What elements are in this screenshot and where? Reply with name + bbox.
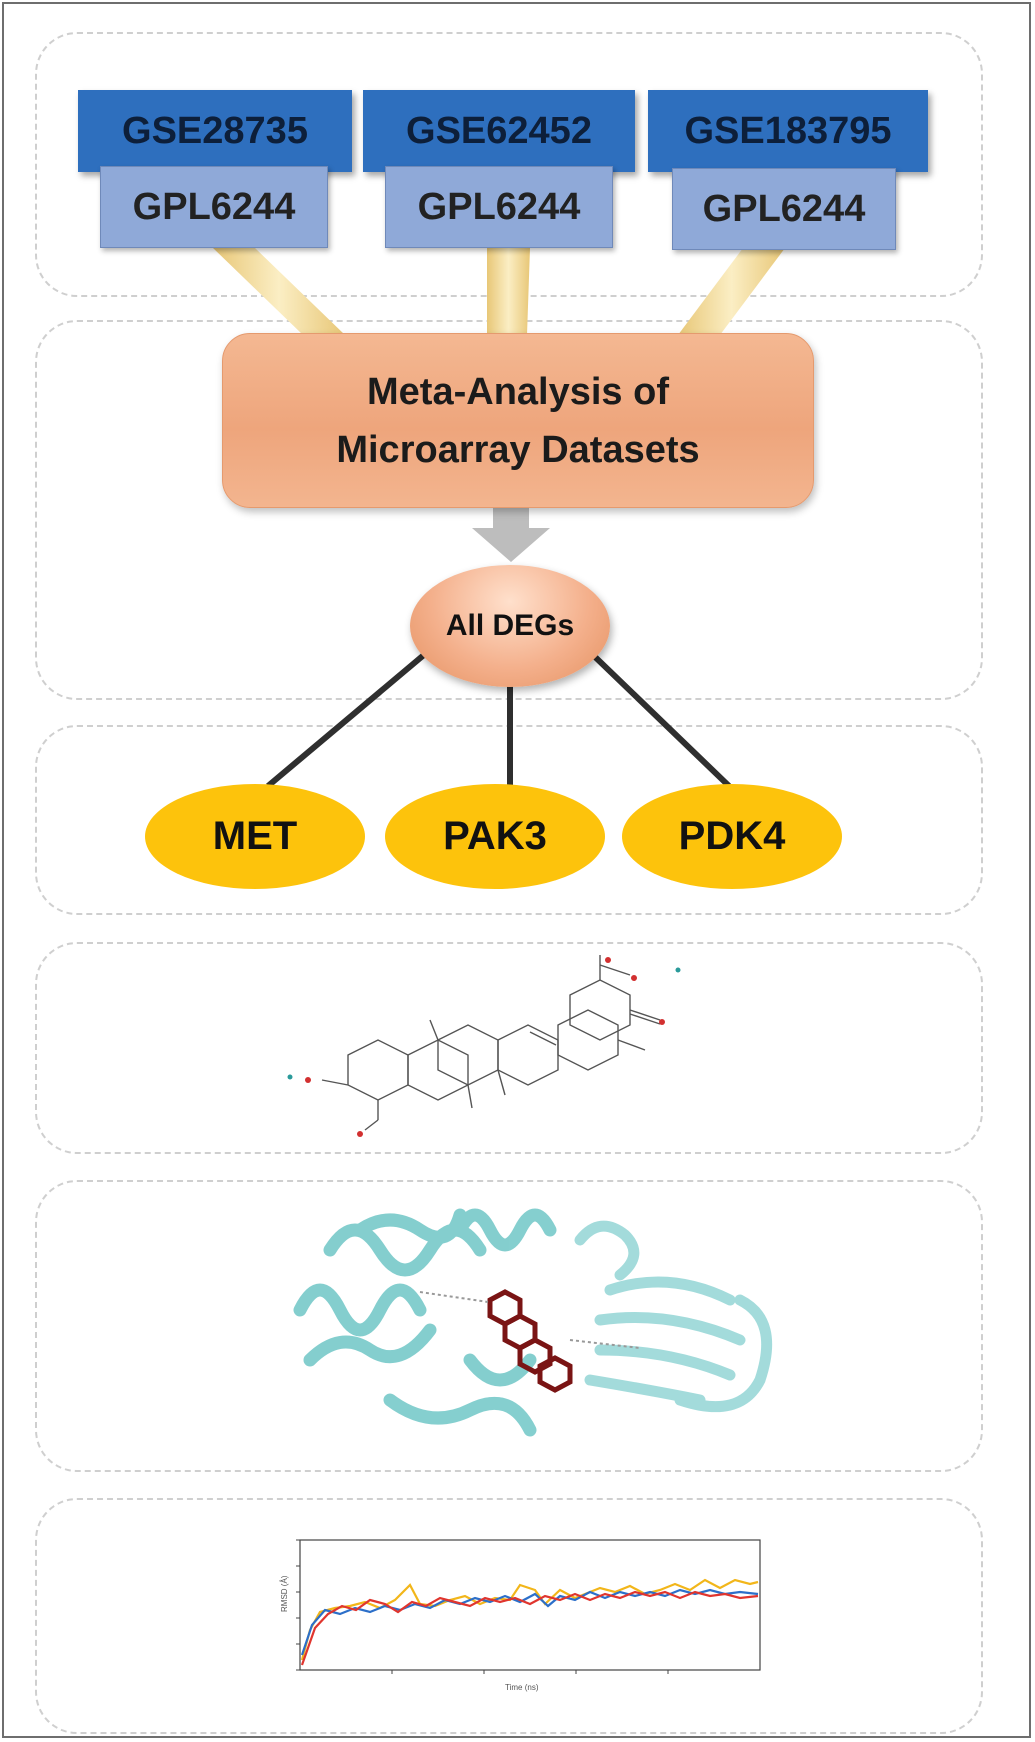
rmsd-plot-ylabel: RMSD (Å) bbox=[280, 1575, 289, 1612]
dataset-gse183795: GSE183795 bbox=[648, 90, 928, 172]
gene-pdk4: PDK4 bbox=[622, 784, 842, 889]
platform-gpl6244-1: GPL6244 bbox=[100, 166, 328, 248]
rmsd-plot-xlabel: Time (ns) bbox=[505, 1683, 539, 1692]
rmsd-series-blue bbox=[300, 1588, 759, 1656]
meta-analysis-box: Meta-Analysis of Microarray Datasets bbox=[222, 333, 814, 508]
platform-gpl6244-2: GPL6244 bbox=[385, 166, 613, 248]
connector-beam-2 bbox=[487, 248, 530, 335]
panel-docking-complex bbox=[35, 1180, 983, 1472]
dataset-gse62452: GSE62452 bbox=[363, 90, 635, 172]
panel-compound-structure bbox=[35, 942, 983, 1154]
connector-beam-3 bbox=[678, 248, 785, 335]
dataset-gse28735: GSE28735 bbox=[78, 90, 352, 172]
meta-analysis-line-2: Microarray Datasets bbox=[336, 428, 700, 471]
gene-pak3: PAK3 bbox=[385, 784, 605, 889]
gene-met: MET bbox=[145, 784, 365, 889]
platform-gpl6244-3: GPL6244 bbox=[672, 168, 896, 250]
down-arrow-icon bbox=[472, 508, 550, 562]
link-degs-pdk4 bbox=[589, 651, 732, 789]
meta-analysis-line-1: Meta-Analysis of bbox=[367, 370, 669, 413]
rmsd-series-yellow bbox=[300, 1578, 759, 1661]
rmsd-series-red bbox=[300, 1590, 759, 1666]
connector-beam-1 bbox=[213, 248, 345, 335]
all-degs-node: All DEGs bbox=[410, 565, 610, 687]
panel-md-simulation bbox=[35, 1498, 983, 1734]
link-degs-met bbox=[266, 651, 427, 789]
